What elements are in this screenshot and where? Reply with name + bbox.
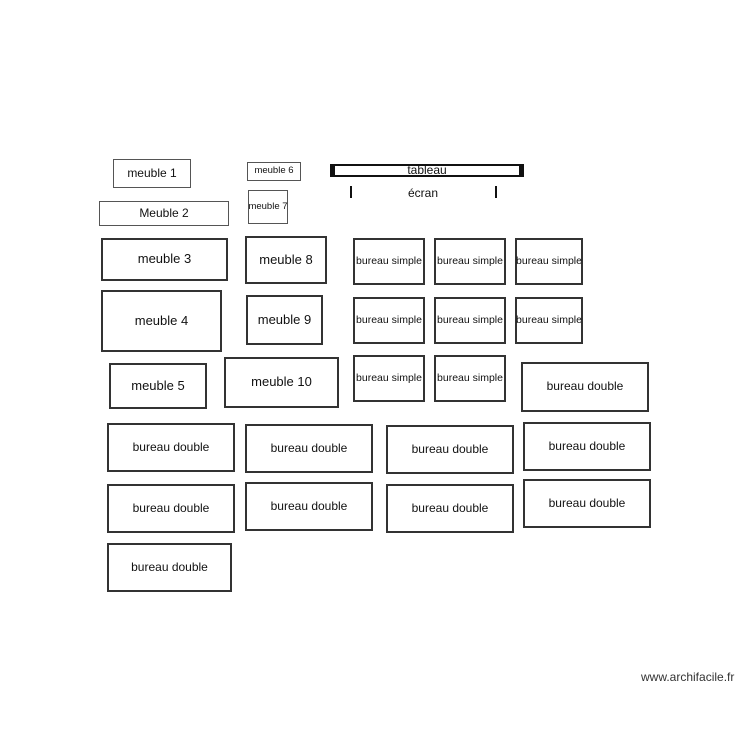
bureau-simple-r1c2[interactable]: bureau simple bbox=[434, 238, 506, 285]
meuble-2[interactable]: Meuble 2 bbox=[99, 201, 229, 226]
bureau-double-r1c4-label: bureau double bbox=[548, 438, 626, 453]
bureau-double-r2c4[interactable]: bureau double bbox=[523, 479, 651, 528]
meuble-9[interactable]: meuble 9 bbox=[246, 295, 323, 345]
bureau-double-r2c4-label: bureau double bbox=[548, 495, 626, 510]
bureau-double-r0c4-label: bureau double bbox=[546, 379, 624, 394]
bureau-double-r1c4[interactable]: bureau double bbox=[523, 422, 651, 471]
meuble-7[interactable]: meuble 7 bbox=[248, 190, 288, 224]
bureau-double-r1c1[interactable]: bureau double bbox=[107, 423, 235, 472]
meuble-8-label: meuble 8 bbox=[259, 251, 313, 267]
bureau-double-r1c1-label: bureau double bbox=[132, 439, 210, 454]
bureau-double-r1c2[interactable]: bureau double bbox=[245, 424, 373, 473]
ecran-label: écran bbox=[408, 186, 439, 200]
bureau-simple-r3c2-label: bureau simple bbox=[437, 371, 503, 384]
bureau-simple-r2c3-label: bureau simple bbox=[516, 313, 582, 326]
meuble-2-label: Meuble 2 bbox=[139, 205, 189, 220]
meuble-4-label: meuble 4 bbox=[134, 312, 189, 328]
bureau-simple-r2c3[interactable]: bureau simple bbox=[515, 297, 583, 344]
bureau-double-r2c2-label: bureau double bbox=[270, 498, 348, 513]
ecran-tick-right bbox=[495, 186, 497, 198]
tableau-label: tableau bbox=[407, 162, 447, 177]
bureau-double-r2c1[interactable]: bureau double bbox=[107, 484, 235, 533]
bureau-double-r3c1-label: bureau double bbox=[131, 559, 208, 574]
bureau-simple-r2c1[interactable]: bureau simple bbox=[353, 297, 425, 344]
bureau-double-r1c3-label: bureau double bbox=[411, 441, 489, 456]
bureau-double-r1c2-label: bureau double bbox=[270, 440, 348, 455]
ecran-tick-left bbox=[350, 186, 352, 198]
meuble-6-label: meuble 6 bbox=[254, 165, 294, 177]
meuble-9-label: meuble 9 bbox=[257, 311, 312, 327]
bureau-simple-r1c1-label: bureau simple bbox=[356, 254, 422, 267]
bureau-double-r3c1[interactable]: bureau double bbox=[107, 543, 232, 592]
bureau-simple-r2c2-label: bureau simple bbox=[437, 313, 503, 326]
watermark: www.archifacile.fr bbox=[641, 670, 735, 684]
bureau-simple-r2c2[interactable]: bureau simple bbox=[434, 297, 506, 344]
meuble-6[interactable]: meuble 6 bbox=[247, 162, 301, 181]
meuble-5-label: meuble 5 bbox=[131, 377, 185, 393]
bureau-simple-r1c3-label: bureau simple bbox=[516, 254, 582, 267]
meuble-3[interactable]: meuble 3 bbox=[101, 238, 228, 281]
meuble-5[interactable]: meuble 5 bbox=[109, 363, 207, 409]
bureau-double-r2c3[interactable]: bureau double bbox=[386, 484, 514, 533]
meuble-10[interactable]: meuble 10 bbox=[224, 357, 339, 408]
meuble-10-label: meuble 10 bbox=[251, 374, 312, 390]
bureau-simple-r1c3[interactable]: bureau simple bbox=[515, 238, 583, 285]
meuble-8[interactable]: meuble 8 bbox=[245, 236, 327, 284]
tableau-board[interactable]: tableau bbox=[330, 162, 524, 177]
meuble-4[interactable]: meuble 4 bbox=[101, 290, 222, 352]
meuble-1-label: meuble 1 bbox=[127, 165, 177, 180]
bureau-simple-r2c1-label: bureau simple bbox=[356, 313, 422, 326]
meuble-7-label: meuble 7 bbox=[248, 200, 288, 212]
bureau-double-r2c3-label: bureau double bbox=[411, 500, 489, 515]
bureau-double-r2c1-label: bureau double bbox=[132, 500, 210, 515]
bureau-simple-r1c1[interactable]: bureau simple bbox=[353, 238, 425, 285]
bureau-simple-r1c2-label: bureau simple bbox=[437, 254, 503, 267]
bureau-double-r1c3[interactable]: bureau double bbox=[386, 425, 514, 474]
bureau-simple-r3c1-label: bureau simple bbox=[356, 371, 422, 384]
bureau-simple-r3c1[interactable]: bureau simple bbox=[353, 355, 425, 402]
bureau-double-r0c4[interactable]: bureau double bbox=[521, 362, 649, 412]
meuble-1[interactable]: meuble 1 bbox=[113, 159, 191, 188]
bureau-simple-r3c2[interactable]: bureau simple bbox=[434, 355, 506, 402]
meuble-3-label: meuble 3 bbox=[137, 251, 192, 267]
bureau-double-r2c2[interactable]: bureau double bbox=[245, 482, 373, 531]
